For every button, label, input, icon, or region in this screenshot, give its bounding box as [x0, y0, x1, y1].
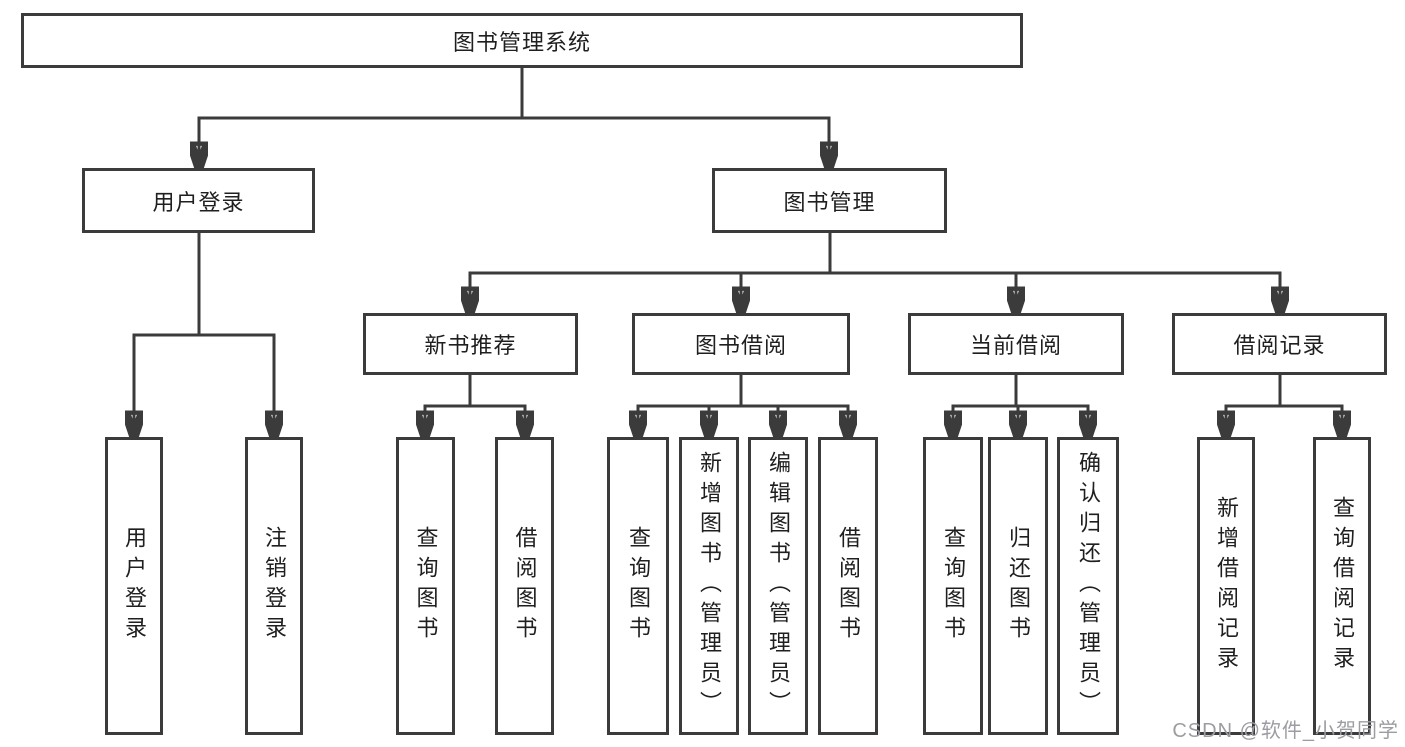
- node-book-management: 图书管理: [712, 168, 947, 233]
- connector: [132, 233, 276, 337]
- leaf-borrow-books-2: 借阅图书: [818, 437, 878, 735]
- leaf-label: 借阅图书: [512, 526, 538, 646]
- connector: [468, 233, 1282, 275]
- leaf-label: 归还图书: [1006, 526, 1031, 646]
- node-book-borrow: 图书借阅: [632, 313, 850, 375]
- connector: [1224, 375, 1344, 408]
- leaf-return-books: 归还图书: [988, 437, 1048, 735]
- leaf-label: 用户登录: [122, 526, 147, 646]
- leaf-borrow-books-1: 借阅图书: [495, 437, 554, 735]
- leaf-label: 确认归还（管理员）: [1076, 451, 1101, 721]
- leaf-confirm-return-admin: 确认归还（管理员）: [1057, 437, 1119, 735]
- leaf-query-books-3: 查询图书: [923, 437, 983, 735]
- csdn-watermark: CSDN @软件_小贺同学: [1172, 720, 1399, 742]
- leaf-query-books-1: 查询图书: [396, 437, 455, 735]
- node-borrow-record: 借阅记录: [1172, 313, 1387, 375]
- node-current-borrow: 当前借阅: [908, 313, 1124, 375]
- leaf-label: 编辑图书（管理员）: [766, 451, 791, 721]
- connector: [951, 375, 1090, 408]
- connector: [423, 375, 527, 408]
- leaf-edit-books-admin: 编辑图书（管理员）: [748, 437, 808, 735]
- connector: [197, 68, 831, 120]
- leaf-query-borrow-record: 查询借阅记录: [1313, 437, 1371, 735]
- node-library-management-system: 图书管理系统: [21, 13, 1023, 68]
- leaf-label: 借阅图书: [836, 526, 861, 646]
- leaf-logout: 注销登录: [245, 437, 303, 735]
- leaf-label: 新增图书（管理员）: [697, 451, 722, 721]
- leaf-label: 查询借阅记录: [1330, 496, 1355, 676]
- leaf-label: 新增借阅记录: [1214, 496, 1239, 676]
- leaf-add-borrow-record: 新增借阅记录: [1197, 437, 1255, 735]
- leaf-user-login: 用户登录: [105, 437, 163, 735]
- leaf-label: 查询图书: [941, 526, 966, 646]
- leaf-query-books-2: 查询图书: [607, 437, 669, 735]
- leaf-add-books-admin: 新增图书（管理员）: [679, 437, 739, 735]
- connector: [636, 375, 850, 408]
- node-new-book-recommend: 新书推荐: [363, 313, 578, 375]
- leaf-label: 查询图书: [413, 526, 439, 646]
- leaf-label: 注销登录: [262, 526, 287, 646]
- node-user-login: 用户登录: [82, 168, 315, 233]
- leaf-label: 查询图书: [626, 526, 651, 646]
